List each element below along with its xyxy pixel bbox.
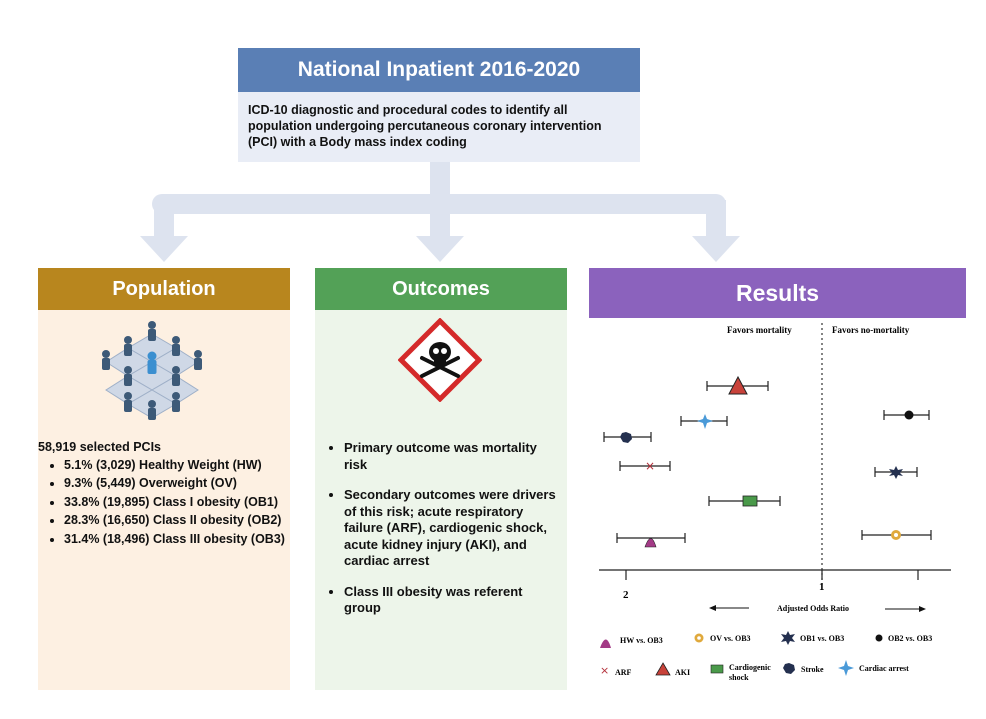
legend-ob1-label: OB1 vs. OB3 — [800, 634, 844, 643]
population-item-ob1: 33.8% (19,895) Class I obesity (OB1) — [64, 495, 288, 511]
confidence-intervals — [603, 381, 932, 543]
legend-hw-label: HW vs. OB3 — [620, 636, 663, 645]
legend-cardiac-arrest-icon — [838, 660, 854, 676]
study-title: National Inpatient 2016-2020 — [238, 48, 640, 92]
forest-plot: Favors mortality Favors no-mortality × 2… — [599, 323, 951, 682]
outcome-item-primary: Primary outcome was mortality risk — [344, 440, 562, 473]
people-network-icon — [102, 321, 202, 420]
legend-ov-label: OV vs. OB3 — [710, 634, 751, 643]
results-header: Results — [589, 268, 966, 318]
legend-ob2-icon — [875, 634, 883, 642]
legend-arf-icon: × — [600, 664, 609, 677]
population-item-ob3: 31.4% (18,496) Class III obesity (OB3) — [64, 532, 288, 548]
marker-ob1 — [889, 466, 903, 479]
legend-stroke-icon — [783, 663, 795, 674]
legend-stroke-label: Stroke — [801, 665, 824, 674]
legend-aki-icon — [655, 662, 671, 676]
axis-label: Adjusted Odds Ratio — [777, 604, 849, 613]
outcomes-list: Primary outcome was mortality risk Secon… — [322, 440, 562, 631]
axis-tick-2: 2 — [623, 589, 629, 601]
legend-arf-label: ARF — [615, 668, 632, 677]
population-summary: 58,919 selected PCIs — [38, 440, 161, 454]
study-description: ICD-10 diagnostic and procedural codes t… — [238, 92, 640, 162]
axis-tick-1: 1 — [819, 581, 825, 593]
legend-aki-label: AKI — [675, 668, 690, 677]
marker-cardiogenic-shock-ov — [742, 495, 758, 507]
population-header: Population — [38, 268, 290, 310]
marker-cardiac-arrest-ov — [697, 414, 713, 429]
marker-aki-ov — [728, 375, 748, 395]
marker-ob2 — [904, 410, 914, 420]
outcome-item-referent: Class III obesity was referent group — [344, 584, 562, 617]
skull-crossbones-hazard-icon — [398, 318, 482, 402]
population-summary-list: 58,919 selected PCIs 5.1% (3,029) Health… — [38, 440, 288, 550]
legend-cardiac-arrest-label: Cardiac arrest — [859, 664, 909, 673]
outcomes-header: Outcomes — [315, 268, 567, 310]
population-item-hw: 5.1% (3,029) Healthy Weight (HW) — [64, 458, 288, 474]
favors-no-mortality-label: Favors no-mortality — [832, 325, 910, 335]
legend-cardiogenic-shock-icon — [710, 664, 724, 674]
population-item-ov: 9.3% (5,449) Overweight (OV) — [64, 476, 288, 492]
marker-arf-hw: × — [645, 459, 655, 473]
favors-mortality-label: Favors mortality — [727, 325, 792, 335]
population-item-ob2: 28.3% (16,650) Class II obesity (OB2) — [64, 513, 288, 529]
marker-hw — [644, 538, 657, 548]
legend-ob2-label: OB2 vs. OB3 — [888, 634, 932, 643]
marker-stroke-hw — [620, 432, 632, 443]
legend-hw-icon — [600, 639, 611, 648]
outcome-item-secondary: Secondary outcomes were drivers of this … — [344, 487, 562, 570]
legend-ob1-icon — [781, 631, 795, 645]
results-panel — [589, 318, 966, 690]
